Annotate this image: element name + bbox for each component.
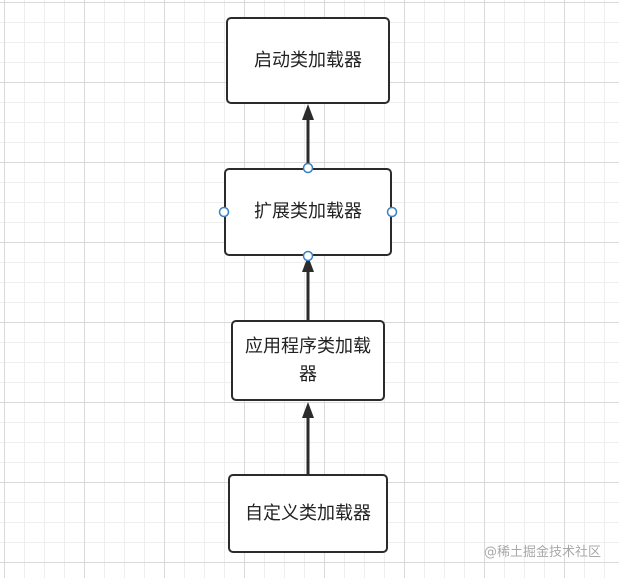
node-bootstrap-classloader[interactable]: 启动类加载器 xyxy=(226,17,390,104)
node-label: 自定义类加载器 xyxy=(245,502,371,524)
node-application-classloader[interactable]: 应用程序类加载器 xyxy=(231,320,385,401)
arrowhead-application xyxy=(302,402,314,418)
node-label: 扩展类加载器 xyxy=(254,201,362,222)
node-label: 应用程序类加载器 xyxy=(245,335,371,385)
watermark: @稀土掘金技术社区 xyxy=(483,545,601,560)
node-custom-classloader[interactable]: 自定义类加载器 xyxy=(228,474,388,553)
arrowhead-extension xyxy=(302,256,314,272)
arrowhead-bootstrap xyxy=(302,104,314,120)
node-extension-classloader[interactable]: 扩展类加载器 xyxy=(224,168,392,256)
node-label: 启动类加载器 xyxy=(254,49,362,71)
